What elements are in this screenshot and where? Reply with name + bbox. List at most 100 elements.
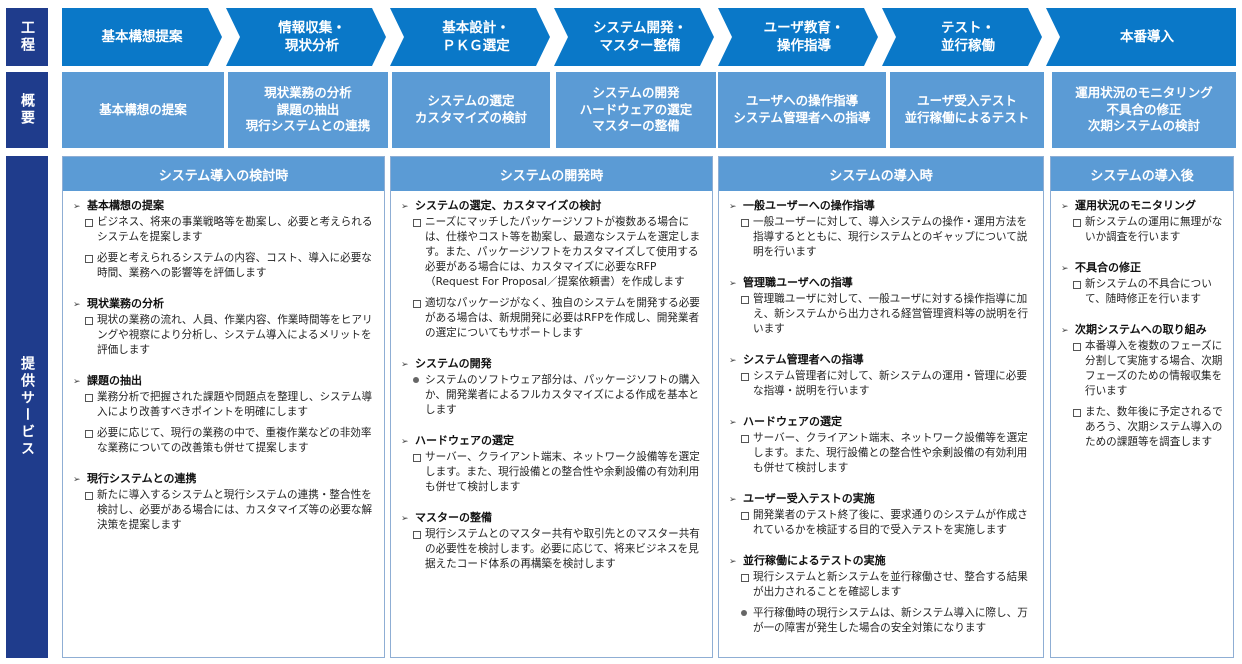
overview-box: 運用状況のモニタリング 不具合の修正 次期システムの検討 (1052, 72, 1236, 148)
list-item: 平行稼働時の現行システムは、新システム導入に際し、万が一の障害が発生した場合の安… (741, 606, 1035, 636)
list-item: 新システムの不具合について、随時修正を行います (1073, 277, 1225, 307)
section-heading-text: 基本構想の提案 (87, 199, 164, 212)
section-heading: ➢ユーザー受入テストの実施 (729, 490, 1035, 506)
arrow-bullet-icon: ➢ (401, 202, 409, 212)
service-section: ➢一般ユーザーへの操作指導一般ユーザーに対して、導入システムの操作・運用方法を指… (729, 197, 1035, 260)
arrow-bullet-icon: ➢ (729, 356, 737, 366)
section-heading: ➢ マスターの整備 (401, 509, 704, 525)
section-heading-text: 一般ユーザーへの操作指導 (743, 199, 875, 212)
section-heading-text: 課題の抽出 (87, 374, 142, 387)
overview-box: ユーザ受入テスト 並行稼働によるテスト (890, 72, 1044, 148)
process-step: 情報収集・ 現状分析 (226, 8, 386, 66)
list-item-text: 管理職ユーザに対して、一般ユーザに対する操作指導に加え、新システムから出力される… (753, 293, 1029, 335)
section-heading: ➢現状業務の分析 (73, 295, 376, 311)
row-label-process: 工程 (6, 8, 48, 66)
overview-box: 現状業務の分析 課題の抽出 現行システムとの連携 (228, 72, 388, 148)
list-item: ビジネス、将来の事業戦略等を勘案し、必要と考えられるシステムを提案します (85, 215, 376, 245)
square-bullet-icon (741, 574, 753, 581)
square-bullet-icon (85, 394, 97, 401)
section-heading: ➢運用状況のモニタリング (1061, 197, 1225, 213)
arrow-bullet-icon: ➢ (73, 377, 81, 387)
list-item: 必要と考えられるシステムの内容、コスト、導入に必要な時間、業務への影響等を評価し… (85, 251, 376, 281)
list-item: 開発業者のテスト終了後に、要求通りのシステムが作成されているかを検証する目的で受… (741, 508, 1035, 538)
square-bullet-icon (413, 454, 425, 461)
list-item-text: 開発業者のテスト終了後に、要求通りのシステムが作成されているかを検証する目的で受… (753, 509, 1028, 536)
service-column: システムの開発時➢システムの選定、カスタマイズの検討ニーズにマッチしたパッケージ… (390, 156, 713, 658)
section-heading-text: 管理職ユーザへの指導 (743, 276, 853, 289)
arrow-bullet-icon: ➢ (1061, 264, 1069, 274)
section-heading-text: システムの選定、カスタマイズの検討 (415, 199, 602, 212)
section-heading-text: マスターの整備 (415, 511, 492, 524)
section-heading: ➢ 課題の抽出 (73, 372, 376, 388)
dot-bullet-icon (741, 610, 753, 617)
arrow-bullet-icon: ➢ (73, 475, 81, 485)
list-item: また、数年後に予定されるであろう、次期システム導入のための課題等を調査します (1073, 405, 1225, 450)
list-item-text: 必要に応じて、現行の業務の中で、重複作業などの非効率な業務についての改善策も併せ… (97, 427, 372, 454)
list-item: 現行システムと新システムを並行稼働させ、整合する結果が出力されることを確認します (741, 570, 1035, 600)
list-item-text: ニーズにマッチしたパッケージソフトが複数ある場合には、仕様やコスト等を勘案し、最… (425, 216, 701, 288)
square-bullet-icon (1073, 409, 1085, 416)
row-label-overview: 概要 (6, 72, 48, 148)
service-section: ➢ 基本構想の提案ビジネス、将来の事業戦略等を勘案し、必要と考えられるシステムを提… (73, 197, 376, 281)
service-column: システムの導入時➢一般ユーザーへの操作指導一般ユーザーに対して、導入システムの操… (718, 156, 1044, 658)
section-heading-text: 現行システムとの連携 (87, 472, 197, 485)
section-heading: ➢システムの開発 (401, 355, 704, 371)
list-item-text: また、数年後に予定されるであろう、次期システム導入のための課題等を調査します (1085, 406, 1223, 448)
list-item: システムのソフトウェア部分は、パッケージソフトの購入か、開発業者によるフルカスタ… (413, 373, 704, 418)
square-bullet-icon (85, 492, 97, 499)
section-heading-text: 運用状況のモニタリング (1075, 199, 1196, 212)
list-item: サーバー、クライアント端末、ネットワーク設備等を選定します。また、現行設備との整… (741, 431, 1035, 476)
section-heading: ➢不具合の修正 (1061, 259, 1225, 275)
list-item: 必要に応じて、現行の業務の中で、重複作業などの非効率な業務についての改善策も併せ… (85, 426, 376, 456)
list-item-text: 平行稼働時の現行システムは、新システム導入に際し、万が一の障害が発生した場合の安… (753, 607, 1028, 634)
overview-box: 基本構想の提案 (62, 72, 224, 148)
list-item: 現状の業務の流れ、人員、作業内容、作業時間等をヒアリングや視察により分析し、シス… (85, 313, 376, 358)
section-heading: ➢ 管理職ユーザへの指導 (729, 274, 1035, 290)
service-section: ➢システム管理者への指導システム管理者に対して、新システムの運用・管理に必要な指… (729, 351, 1035, 399)
arrow-bullet-icon: ➢ (729, 418, 737, 428)
list-item: 一般ユーザーに対して、導入システムの操作・運用方法を指導するとともに、現行システ… (741, 215, 1035, 260)
arrow-bullet-icon: ➢ (401, 514, 409, 524)
service-section: ➢ システムの選定、カスタマイズの検討ニーズにマッチしたパッケージソフトが複数ある… (401, 197, 704, 341)
arrow-bullet-icon: ➢ (401, 437, 409, 447)
arrow-bullet-icon: ➢ (729, 495, 737, 505)
list-item-text: ビジネス、将来の事業戦略等を勘案し、必要と考えられるシステムを提案します (97, 216, 373, 243)
square-bullet-icon (741, 373, 753, 380)
list-item-text: サーバー、クライアント端末、ネットワーク設備等を選定します。また、現行設備との整… (753, 432, 1028, 474)
process-step: 基本設計・ ＰＫＧ選定 (390, 8, 550, 66)
service-section: ➢ハードウェアの選定サーバー、クライアント端末、ネットワーク設備等を選定します。… (729, 413, 1035, 476)
service-column-title: システムの導入後 (1051, 157, 1233, 191)
list-item: 適切なパッケージがなく、独自のシステムを開発する必要がある場合は、新規開発に必要… (413, 296, 704, 341)
service-section: ➢ 課題の抽出業務分析で把握された課題や問題点を整理し、システム導入により改善すべ… (73, 372, 376, 456)
list-item: 管理職ユーザに対して、一般ユーザに対する操作指導に加え、新システムから出力される… (741, 292, 1035, 337)
service-section: ➢ 現行システムとの連携新たに導入するシステムと現行システムの連携・整合性を検討し… (73, 470, 376, 533)
process-step: テスト・ 並行稼働 (882, 8, 1042, 66)
square-bullet-icon (1073, 343, 1085, 350)
list-item: システム管理者に対して、新システムの運用・管理に必要な指導・説明を行います (741, 369, 1035, 399)
section-heading: ➢ハードウェアの選定 (729, 413, 1035, 429)
process-step: 基本構想提案 (62, 8, 222, 66)
square-bullet-icon (741, 512, 753, 519)
section-heading: ➢ 現行システムとの連携 (73, 470, 376, 486)
square-bullet-icon (413, 531, 425, 538)
service-column: システム導入の検討時➢基本構想の提案ビジネス、将来の事業戦略等を勘案し、必要と考… (62, 156, 385, 658)
arrow-bullet-icon: ➢ (73, 202, 81, 212)
arrow-bullet-icon: ➢ (729, 279, 737, 289)
list-item: 本番導入を複数のフェーズに分割して実施する場合、次期フェーズのための情報収集を行… (1073, 339, 1225, 399)
service-section: ➢マスターの整備現行システムとのマスター共有や取引先とのマスター共有の必要性を検… (401, 509, 704, 572)
list-item-text: システム管理者に対して、新システムの運用・管理に必要な指導・説明を行います (753, 370, 1027, 397)
service-section: ➢システムの開発システムのソフトウェア部分は、パッケージソフトの購入か、開発業者… (401, 355, 704, 418)
process-step: ユーザ教育・ 操作指導 (718, 8, 878, 66)
list-item: 新システムの運用に無理がないか調査を行います (1073, 215, 1225, 245)
section-heading: ➢システム管理者への指導 (729, 351, 1035, 367)
service-section: ➢ ハードウェアの選定サーバー、クライアント端末、ネットワーク設備等を選定します。… (401, 432, 704, 495)
list-item: 新たに導入するシステムと現行システムの連携・整合性を検討し、必要がある場合には、… (85, 488, 376, 533)
section-heading-text: ハードウェアの選定 (415, 434, 514, 447)
service-section: ➢並行稼働によるテストの実施現行システムと新システムを並行稼働させ、整合する結果… (729, 552, 1035, 636)
row-label-services: 提供サービス (6, 156, 48, 658)
square-bullet-icon (413, 300, 425, 307)
process-step: システム開発・ マスター整備 (554, 8, 714, 66)
list-item-text: 業務分析で把握された課題や問題点を整理し、システム導入により改善すべきポイントを… (97, 391, 373, 418)
arrow-bullet-icon: ➢ (729, 557, 737, 567)
list-item: サーバー、クライアント端末、ネットワーク設備等を選定します。また、現行設備との整… (413, 450, 704, 495)
